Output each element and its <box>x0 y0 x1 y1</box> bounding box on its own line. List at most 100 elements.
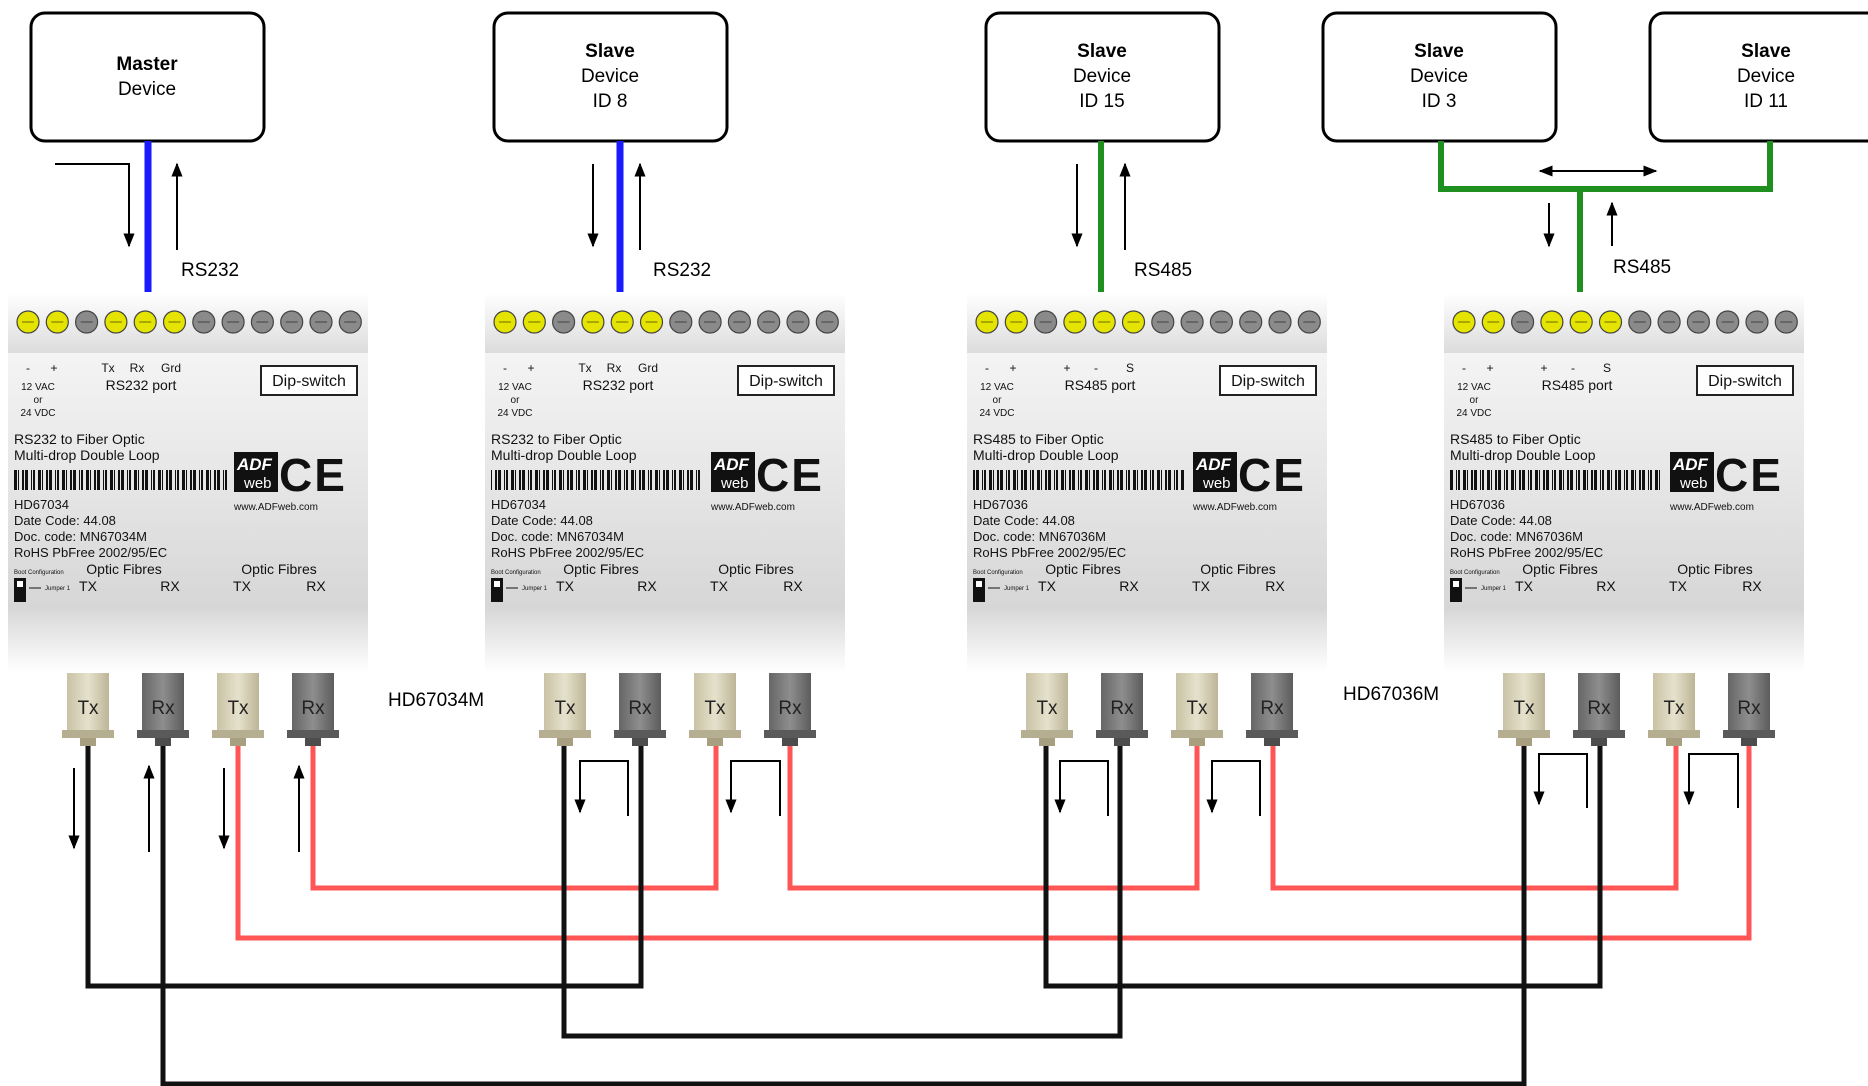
screw-terminal-icon <box>786 310 810 334</box>
module-base <box>1444 610 1804 672</box>
ce-mark-icon: CE <box>1238 449 1306 501</box>
barcode-icon <box>1450 470 1660 490</box>
ce-mark-icon: CE <box>1715 449 1783 501</box>
device-subtitle: Device <box>118 79 176 100</box>
device-box-slave-id15: Slave Device ID 15 <box>984 11 1221 143</box>
supply-label: 24 VDC <box>497 408 532 419</box>
rohs-label: RoHS PbFree 2002/95/EC <box>1450 545 1603 560</box>
screw-terminal-icon <box>1686 310 1710 334</box>
barcode-icon <box>14 470 227 490</box>
rohs-label: RoHS PbFree 2002/95/EC <box>491 545 644 560</box>
terminal-label: S <box>1603 361 1611 375</box>
fiber-arrows <box>68 753 1739 852</box>
terminal-label: Grd <box>638 361 658 375</box>
website-label: www.ADFweb.com <box>1669 502 1754 513</box>
optic-fibres-label: Optic Fibres <box>563 561 638 577</box>
module-base <box>485 610 845 672</box>
logo-text: ADF <box>236 455 273 474</box>
fiber-tx-label: TX <box>233 578 252 594</box>
module-description: RS485 to Fiber Optic <box>1450 431 1581 447</box>
rx-connector: Rx <box>1246 673 1298 746</box>
device-title: Slave <box>585 41 635 62</box>
port-label: RS232 port <box>583 377 654 393</box>
screw-terminal-icon <box>1239 310 1263 334</box>
dip-switch-box <box>260 365 358 396</box>
screw-terminal-icon <box>581 310 605 334</box>
device-box-slave-id3: Slave Device ID 3 <box>1321 11 1558 143</box>
terminal-label: S <box>1126 361 1134 375</box>
supply-label: 12 VAC <box>498 382 532 393</box>
screw-terminal-icon <box>338 310 362 334</box>
bus-label-rs232: RS232 <box>181 260 239 281</box>
arrow-loopback <box>1206 760 1261 816</box>
screw-terminal-icon <box>1569 310 1593 334</box>
screw-terminal-icon <box>1180 310 1204 334</box>
tx-connector: Tx <box>62 673 114 746</box>
jumper-label: Jumper 1 <box>1481 586 1507 592</box>
terminal-label: - <box>985 361 989 375</box>
connector-label: Tx <box>554 698 576 719</box>
website-label: www.ADFweb.com <box>233 502 318 513</box>
terminal-label: + <box>1063 361 1070 375</box>
fiber-rx-label: RX <box>783 578 803 594</box>
boot-config-label: Boot Configuration <box>1450 570 1500 576</box>
dip-switch-box <box>1219 365 1317 396</box>
port-label: RS232 port <box>106 377 177 393</box>
optic-fibres-label: Optic Fibres <box>718 561 793 577</box>
logo-text: web <box>1202 475 1231 492</box>
ce-mark-icon: CE <box>279 449 347 501</box>
screw-terminal-icon <box>250 310 274 334</box>
connector-label: Tx <box>1663 698 1685 719</box>
module-base <box>8 610 368 672</box>
adfweb-logo-icon <box>711 452 755 492</box>
screw-terminal-icon <box>1121 310 1146 334</box>
optic-fibres-label: Optic Fibres <box>1677 561 1752 577</box>
screw-terminal-icon <box>162 310 187 334</box>
terminal-label: - <box>1571 361 1575 375</box>
fiber-red-link <box>787 742 1200 891</box>
optic-fibres-label: Optic Fibres <box>1045 561 1120 577</box>
device-title: Slave <box>1414 41 1464 62</box>
device-title: Slave <box>1077 41 1127 62</box>
screw-terminal-icon <box>1540 310 1564 334</box>
terminal-label: - <box>26 361 30 375</box>
rs485-bus-branch <box>1438 141 1773 292</box>
device-id: ID 8 <box>593 91 628 112</box>
port-label: RS485 port <box>1542 377 1613 393</box>
terminal-label: Rx <box>130 361 145 375</box>
module-code: HD67034 <box>14 497 69 512</box>
screw-terminal-icon <box>1716 310 1740 334</box>
device-title: Slave <box>1741 41 1791 62</box>
terminal-label: + <box>1540 361 1547 375</box>
fiber-tx-label: TX <box>556 578 575 594</box>
fiber-tx-label: TX <box>79 578 98 594</box>
boot-config-label: Boot Configuration <box>491 570 541 576</box>
screw-terminal-icon <box>1745 310 1769 334</box>
screw-terminal-icon <box>221 310 245 334</box>
fiber-cables <box>85 742 1752 1086</box>
screw-terminal-icon <box>309 310 333 334</box>
terminal-label: - <box>1094 361 1098 375</box>
website-label: www.ADFweb.com <box>1192 502 1277 513</box>
ce-mark-icon: CE <box>756 449 824 501</box>
fiber-tx-label: TX <box>1669 578 1688 594</box>
arrow-loopback <box>574 760 629 816</box>
supply-label: 12 VAC <box>980 382 1014 393</box>
supply-label: 24 VDC <box>1456 408 1491 419</box>
device-box-slave-id11: Slave Device ID 11 <box>1648 11 1868 143</box>
screw-terminal-icon <box>727 310 751 334</box>
connector-label: Rx <box>1737 698 1761 719</box>
fiber-black-link <box>85 742 644 989</box>
serial-wires <box>144 141 1773 292</box>
terminal-label: Tx <box>578 361 591 375</box>
tx-connector: Tx <box>689 673 741 746</box>
screw-terminal-icon <box>975 310 999 334</box>
screw-terminal-icon <box>669 310 693 334</box>
screw-terminal-icon <box>522 310 546 334</box>
module-base <box>967 610 1327 672</box>
date-code: Date Code: 44.08 <box>491 513 593 528</box>
optic-fibres-label: Optic Fibres <box>86 561 161 577</box>
supply-label: or <box>34 395 44 406</box>
